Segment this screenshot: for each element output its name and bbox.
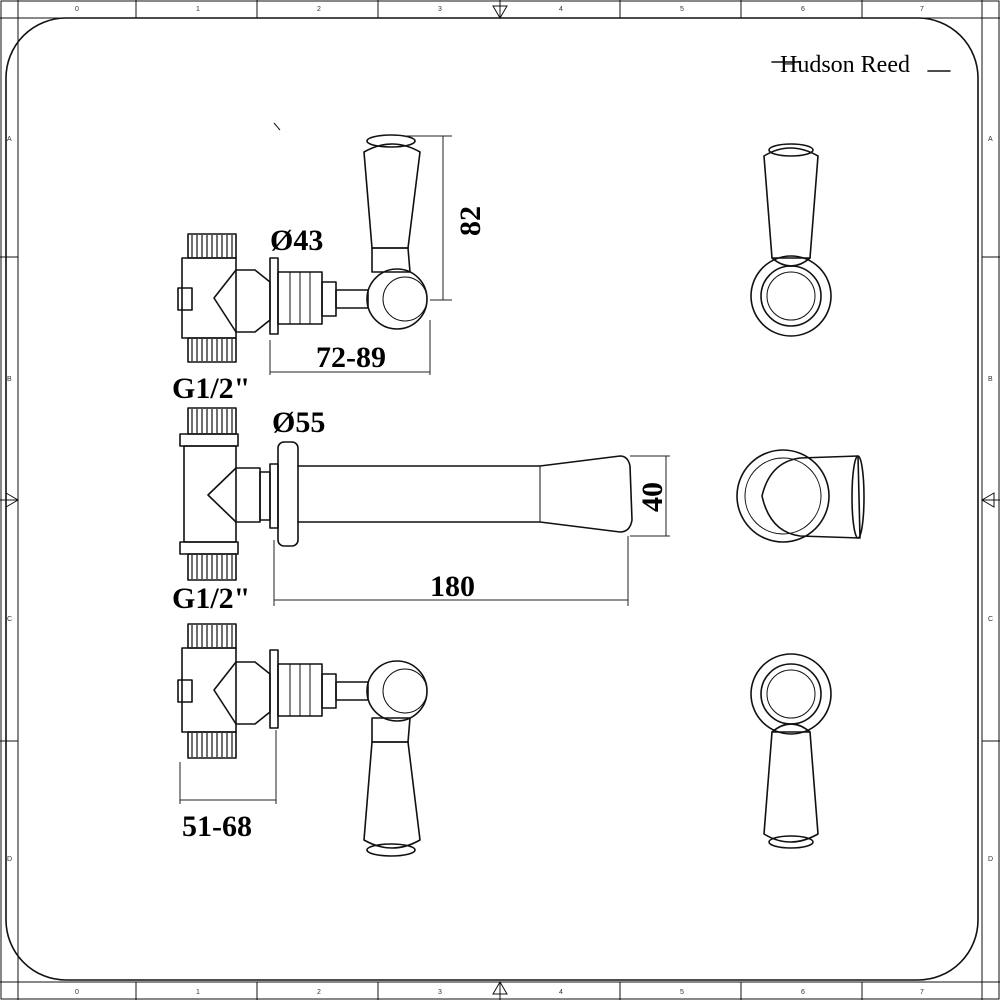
grid-col-5: 5 xyxy=(680,989,684,996)
label-body-51-68: 51-68 xyxy=(182,810,252,843)
dimension-labels: Ø43 82 72-89 G1/2" Ø55 40 180 G1/2" 51-6… xyxy=(172,206,669,843)
bottom-valve-side-view xyxy=(177,623,428,857)
grid-row-c: C xyxy=(7,616,12,623)
label-thread-top: G1/2" xyxy=(172,372,250,405)
top-valve-side-view xyxy=(177,134,428,363)
label-height-82: 82 xyxy=(454,206,487,236)
grid-col-0: 0 xyxy=(75,6,79,13)
label-lever-reach: 72-89 xyxy=(316,341,386,374)
top-handle-front-view xyxy=(750,143,832,337)
grid-row-a: A xyxy=(988,136,993,143)
label-diameter-43: Ø43 xyxy=(270,224,323,257)
grid-col-6: 6 xyxy=(801,989,805,996)
grid-col-6: 6 xyxy=(801,6,805,13)
grid-row-labels-right: A B C D xyxy=(988,136,993,863)
grid-col-7: 7 xyxy=(920,989,924,996)
top-dimensions xyxy=(269,122,452,375)
grid-row-d: D xyxy=(7,856,12,863)
grid-row-b: B xyxy=(988,376,993,383)
grid-col-4: 4 xyxy=(559,989,563,996)
label-spout-height-40: 40 xyxy=(636,482,669,512)
grid-col-3: 3 xyxy=(438,989,442,996)
grid-row-a: A xyxy=(7,136,12,143)
grid-col-3: 3 xyxy=(438,6,442,13)
label-diameter-55: Ø55 xyxy=(272,406,325,439)
grid-row-labels-left: A B C D xyxy=(7,136,12,863)
spout-side-view xyxy=(179,407,633,581)
grid-column-labels-top: 0 1 2 3 4 5 6 7 xyxy=(75,6,924,13)
grid-row-d: D xyxy=(988,856,993,863)
grid-col-0: 0 xyxy=(75,989,79,996)
label-thread-bottom: G1/2" xyxy=(172,582,250,615)
bottom-dimensions xyxy=(179,730,277,804)
spout-front-view xyxy=(736,449,865,543)
grid-row-b: B xyxy=(7,376,12,383)
grid-col-2: 2 xyxy=(317,989,321,996)
grid-row-c: C xyxy=(988,616,993,623)
grid-col-7: 7 xyxy=(920,6,924,13)
grid-col-1: 1 xyxy=(196,6,200,13)
grid-col-1: 1 xyxy=(196,989,200,996)
bottom-handle-front-view xyxy=(750,653,832,849)
brand-logo: Hudson Reed xyxy=(771,52,951,78)
brand-name: Hudson Reed xyxy=(780,52,910,78)
grid-col-2: 2 xyxy=(317,6,321,13)
grid-column-labels-bottom: 0 1 2 3 4 5 6 7 xyxy=(75,989,924,996)
spout-dimensions xyxy=(273,455,670,606)
grid-col-5: 5 xyxy=(680,6,684,13)
label-spout-length-180: 180 xyxy=(430,570,475,603)
grid-col-4: 4 xyxy=(559,6,563,13)
